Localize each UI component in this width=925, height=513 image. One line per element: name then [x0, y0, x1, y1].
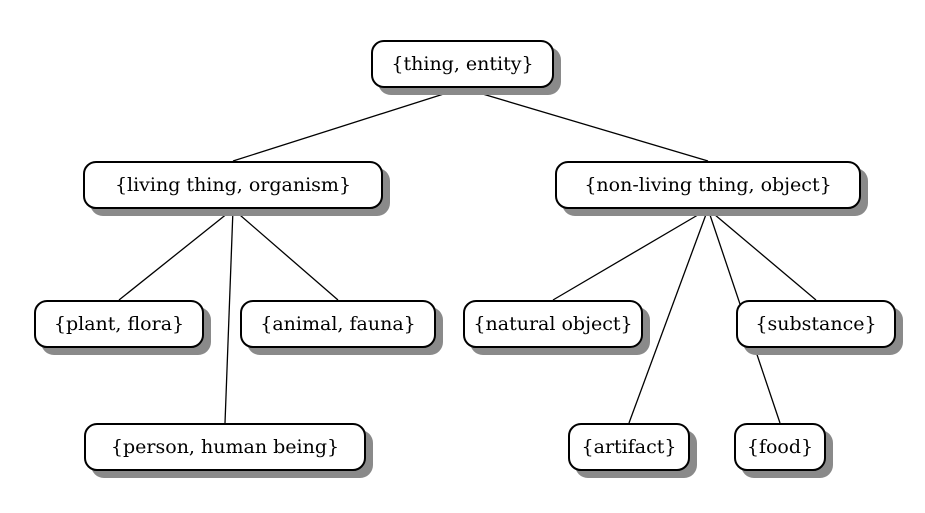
- edge-nonliving-to-artifact: [628, 208, 709, 424]
- edge-living-to-person: [224, 208, 234, 424]
- node-living-thing-organism: {living thing, organism}: [83, 161, 383, 209]
- node-person-human-being: {person, human being}: [84, 423, 366, 471]
- edge-thing-to-living: [232, 87, 463, 162]
- node-non-living-thing-object: {non-living thing, object}: [555, 161, 861, 209]
- node-artifact: {artifact}: [568, 423, 690, 471]
- edge-thing-to-nonliving: [462, 87, 709, 162]
- edge-living-to-plant: [118, 208, 234, 301]
- node-natural-object: {natural object}: [463, 300, 643, 348]
- node-plant-flora: {plant, flora}: [34, 300, 204, 348]
- edge-nonliving-to-natural: [552, 208, 709, 301]
- edge-nonliving-to-substance: [707, 208, 817, 301]
- node-animal-fauna: {animal, fauna}: [240, 300, 436, 348]
- node-substance: {substance}: [736, 300, 896, 348]
- edge-living-to-animal: [232, 208, 339, 301]
- node-thing-entity: {thing, entity}: [371, 40, 554, 88]
- node-food: {food}: [734, 423, 826, 471]
